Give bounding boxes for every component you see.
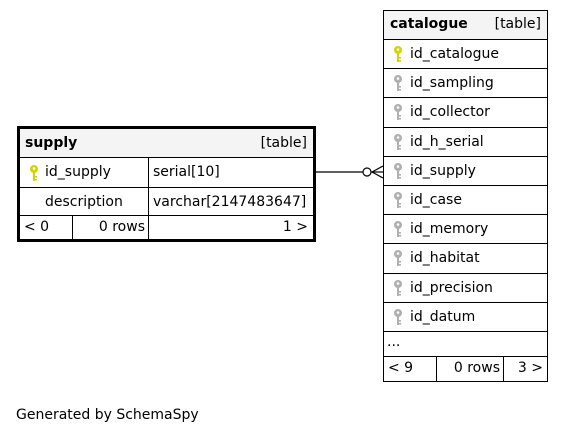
- crow-foot-upper: [371, 165, 384, 173]
- crow-foot-lower: [371, 171, 384, 179]
- catalogue-column-row[interactable]: id_catalogue: [384, 40, 547, 70]
- foreign-key-icon: [394, 133, 402, 150]
- catalogue-column-row[interactable]: id_case: [384, 186, 547, 216]
- primary-key-icon: [394, 46, 402, 62]
- column-name: id_case: [410, 192, 462, 208]
- zero-optional-marker: [362, 167, 372, 177]
- catalogue-column-row[interactable]: id_memory: [384, 215, 547, 245]
- row-count: 0 rows: [98, 219, 145, 235]
- children-count[interactable]: 1 >: [282, 219, 308, 235]
- column-name: id_sampling: [410, 75, 494, 92]
- column-name: id_supply: [410, 162, 476, 179]
- parents-count[interactable]: < 9: [388, 360, 414, 376]
- foreign-key-icon: [394, 75, 402, 92]
- catalogue-table[interactable]: catalogue [table] id_catalogue id_samplin…: [383, 10, 548, 382]
- row-count: 0 rows: [453, 360, 500, 376]
- catalogue-table-header: catalogue [table]: [384, 11, 547, 40]
- foreign-key-icon: [394, 162, 402, 179]
- column-name: id_collector: [410, 104, 490, 121]
- foreign-key-icon: [394, 104, 402, 121]
- catalogue-column-row[interactable]: id_supply: [384, 157, 547, 186]
- column-type: varchar[2147483647]: [153, 194, 307, 210]
- catalogue-column-row[interactable]: id_habitat: [384, 244, 547, 274]
- supply-table-type-label: [table]: [260, 135, 307, 151]
- catalogue-column-row[interactable]: id_sampling: [384, 69, 547, 99]
- column-name: id_supply: [45, 164, 111, 180]
- column-name: id_h_serial: [410, 133, 484, 150]
- more-columns-ellipsis: ...: [387, 334, 401, 350]
- foreign-key-icon: [394, 308, 402, 325]
- foreign-key-icon: [394, 279, 402, 296]
- parents-count[interactable]: < 0: [24, 219, 50, 235]
- column-name: id_habitat: [410, 250, 480, 267]
- column-name: id_memory: [410, 221, 489, 238]
- catalogue-table-type-label: [table]: [494, 16, 541, 32]
- children-count[interactable]: 3 >: [517, 360, 543, 376]
- column-name: id_precision: [410, 279, 493, 296]
- foreign-key-icon: [394, 221, 402, 238]
- foreign-key-icon: [394, 192, 402, 208]
- supply-table-name: supply: [25, 135, 78, 151]
- catalogue-table-name: catalogue: [390, 16, 468, 32]
- column-name: id_catalogue: [410, 46, 499, 62]
- supply-table-header: supply [table]: [20, 129, 313, 158]
- foreign-key-icon: [394, 250, 402, 267]
- column-type: serial[10]: [153, 164, 220, 180]
- catalogue-column-row[interactable]: id_datum: [384, 303, 547, 332]
- generated-by-footer: Generated by SchemaSpy: [16, 407, 199, 423]
- catalogue-table-footer: < 9 0 rows 3 >: [384, 357, 547, 381]
- supply-table[interactable]: supply [table] id_supply serial[10] desc…: [17, 126, 316, 242]
- catalogue-column-row[interactable]: id_h_serial: [384, 128, 547, 157]
- column-name: id_datum: [410, 308, 476, 325]
- catalogue-column-row[interactable]: id_precision: [384, 274, 547, 303]
- column-name: description: [45, 194, 123, 210]
- supply-table-footer: < 0 0 rows 1 >: [20, 216, 313, 239]
- supply-column-row[interactable]: id_supply serial[10]: [20, 158, 313, 188]
- supply-column-row[interactable]: description varchar[2147483647]: [20, 188, 313, 216]
- primary-key-icon: [30, 165, 38, 181]
- catalogue-column-row[interactable]: id_collector: [384, 98, 547, 128]
- more-columns-row: ...: [384, 332, 547, 357]
